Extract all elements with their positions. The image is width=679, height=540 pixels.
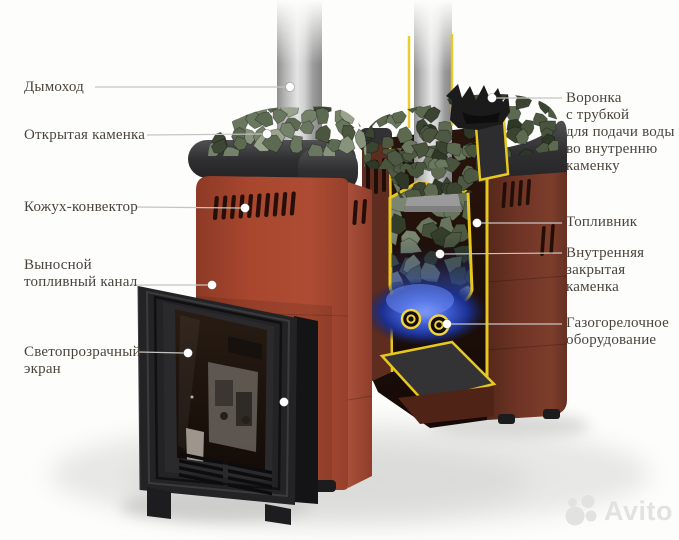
callout-dot-frame: [279, 397, 289, 407]
gas-flame: [363, 278, 487, 346]
frame-leg: [265, 504, 291, 525]
firebox-floor: [379, 340, 497, 404]
label-firebox: Топливник: [566, 214, 638, 230]
label-gas-burner: Газогорелочное оборудование: [566, 315, 670, 348]
label-translucent-screen: Светопрозрачный экран: [24, 344, 141, 377]
label-water-funnel: Воронка с трубкой для подачи воды во вну…: [566, 90, 675, 174]
callout-dot-convector: [240, 203, 250, 213]
chimney-pipe: [273, 0, 326, 158]
label-inner-closed-stones: Внутренняя закрытая каменка: [566, 245, 645, 295]
callout-dot-fuel-channel: [207, 280, 217, 290]
label-fuel-channel: Выносной топливный канал: [24, 257, 138, 290]
translucent-screen-glass: [175, 309, 267, 470]
cutaway-chimney-pipe: [404, 0, 462, 212]
callout-dot-open-stones: [262, 129, 272, 139]
avito-logo-icon: [565, 495, 597, 526]
callout-dot-funnel: [487, 93, 497, 103]
label-open-stones: Открытая каменка: [24, 127, 146, 143]
fuel-channel-side: [294, 316, 318, 504]
callout-dot-screen: [183, 348, 193, 358]
leader-lines: [95, 86, 563, 354]
callout-dot-gas-burner: [442, 319, 452, 329]
callout-dot-inner-stones: [435, 249, 445, 259]
cutaway-stove: [360, 0, 568, 428]
watermark-text: Avito: [604, 495, 673, 526]
label-convector-casing: Кожух-конвектор: [24, 199, 138, 215]
callout-dot-firebox: [472, 218, 482, 228]
label-chimney: Дымоход: [24, 79, 84, 95]
frame-vent-slats: [179, 452, 272, 496]
watermark: Avito: [564, 495, 673, 527]
door-frame: [137, 285, 297, 525]
callout-dot-chimney: [285, 82, 295, 92]
callout-dots: [183, 82, 497, 407]
frame-leg: [147, 487, 171, 519]
